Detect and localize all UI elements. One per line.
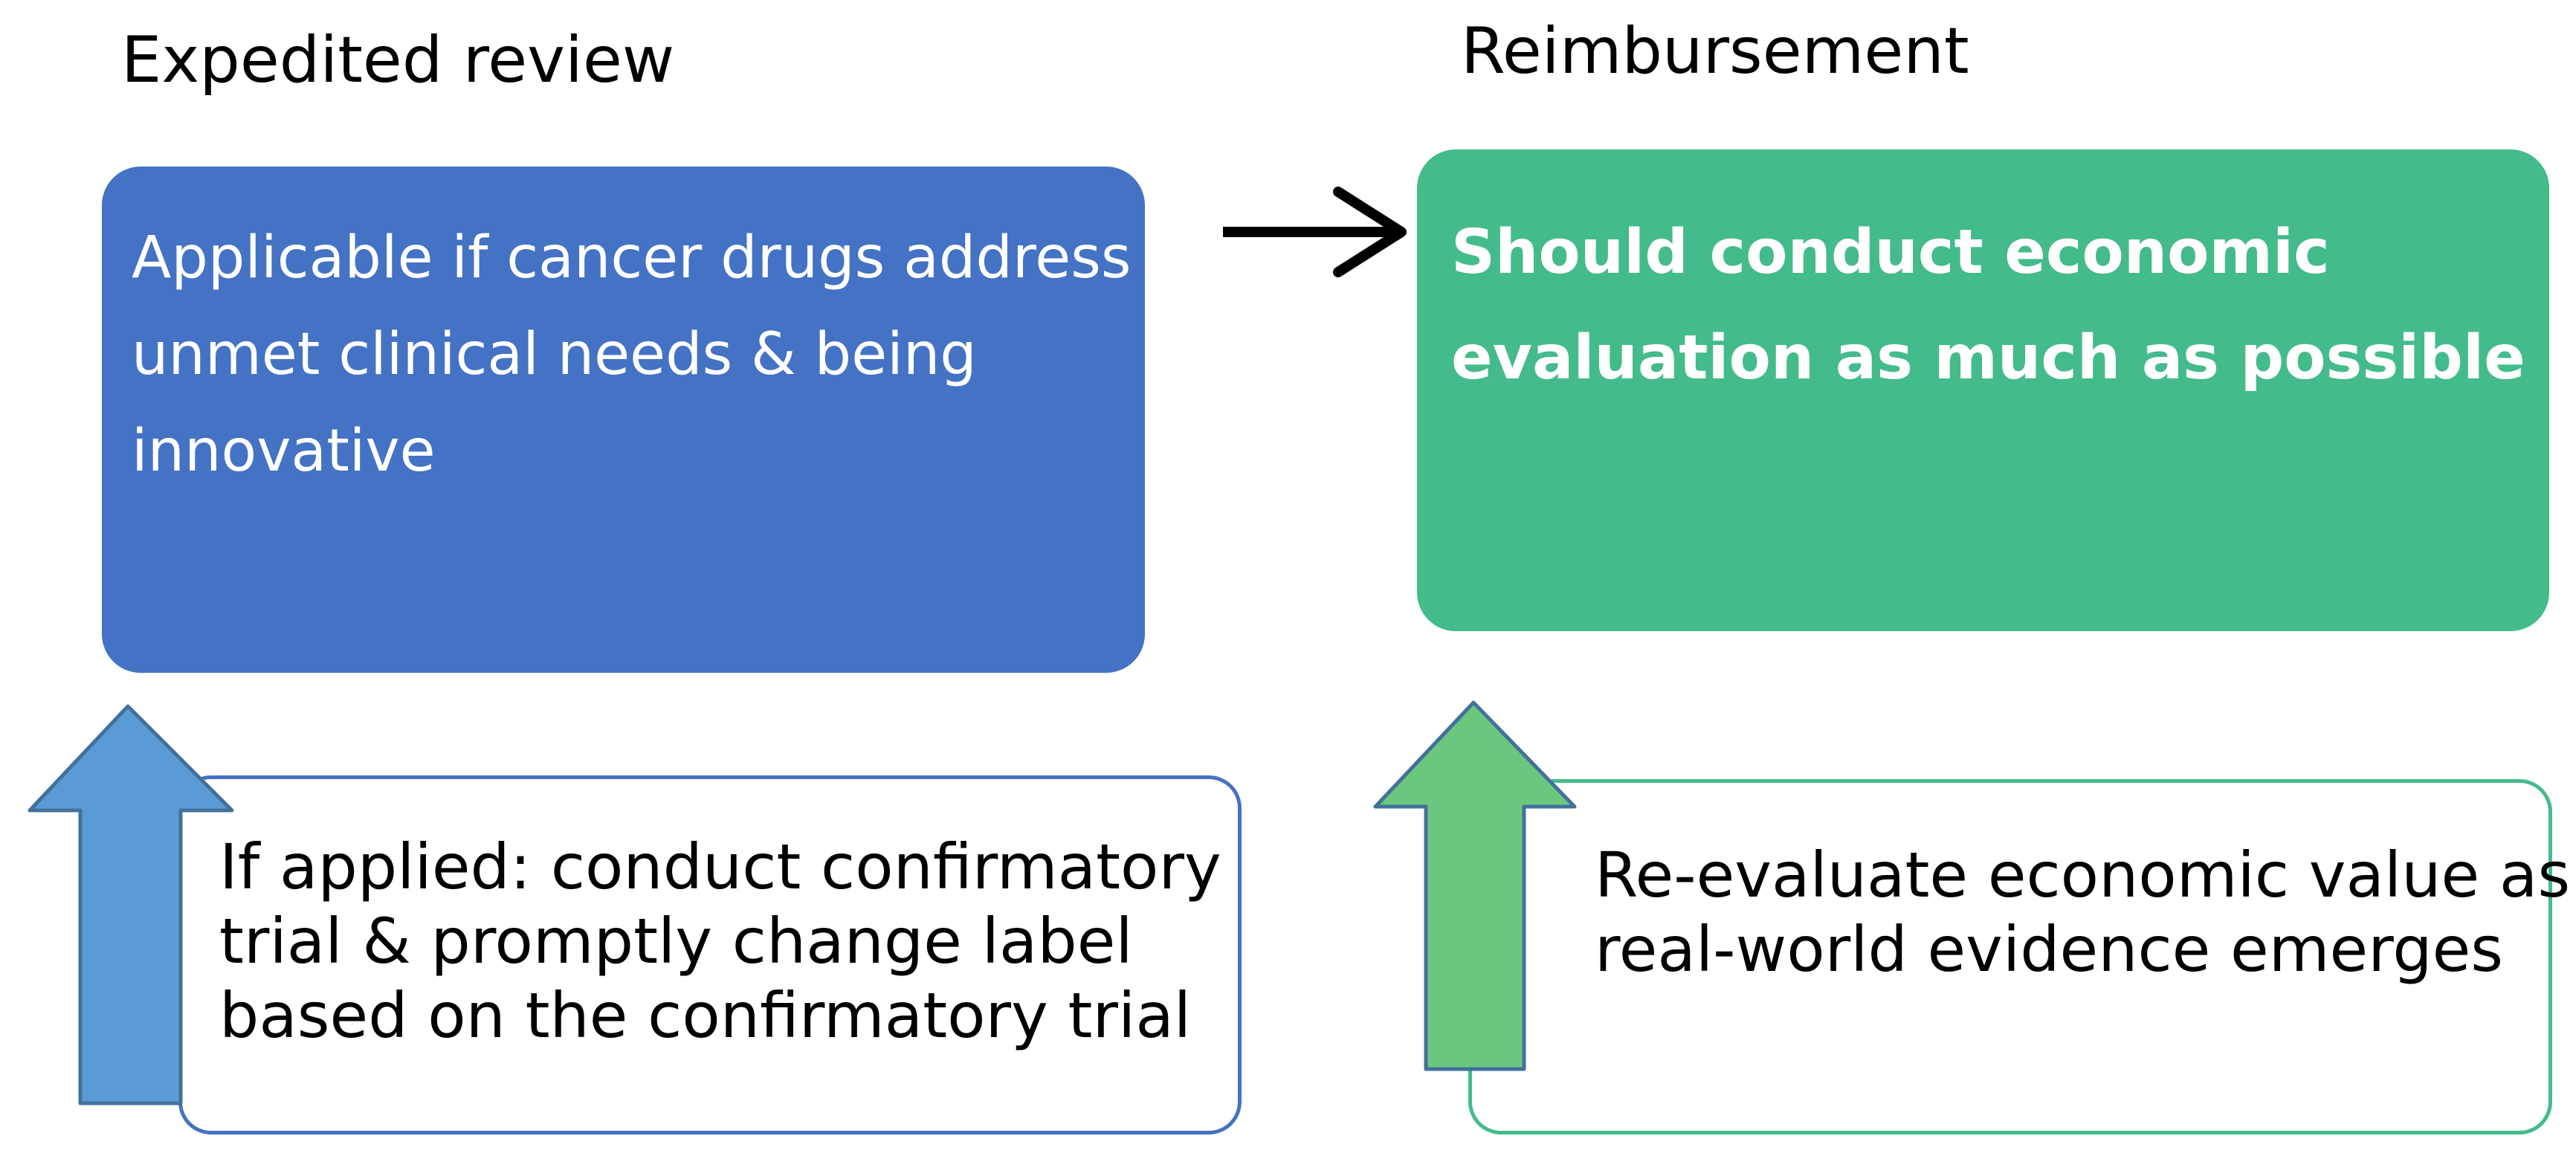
- expedited-review-heading: Expedited review: [121, 23, 675, 97]
- reevaluate-box: Re-evaluate economic value as real-world…: [1468, 779, 2571, 1134]
- reimbursement-text-line-2: evaluation as much as possible: [1451, 323, 2525, 393]
- expedited-review-text-line-2: unmet clinical needs & being: [132, 321, 977, 388]
- confirmatory-trial-box: If applied: conduct confirmatory trial &…: [178, 775, 1242, 1134]
- reimbursement-text-line-1: Should conduct economic: [1451, 217, 2330, 288]
- reevaluate-text-line-1: Re-evaluate economic value as: [1595, 839, 2571, 911]
- reimbursement-heading: Reimbursement: [1461, 14, 1969, 88]
- up-arrow-icon: [28, 704, 234, 1105]
- confirmatory-text-line-2: trial & promptly change label: [219, 905, 1133, 978]
- expedited-review-text-line-1: Applicable if cancer drugs address: [132, 225, 1132, 291]
- right-arrow-icon: [1223, 187, 1407, 277]
- up-arrow-icon: [1373, 700, 1577, 1071]
- confirmatory-text-line-3: based on the confirmatory trial: [219, 979, 1192, 1052]
- reimbursement-box: Should conduct economic evaluation as mu…: [1417, 149, 2549, 631]
- expedited-review-text-line-3: innovative: [132, 418, 436, 485]
- expedited-review-box: Applicable if cancer drugs address unmet…: [102, 167, 1145, 673]
- reevaluate-text-line-2: real-world evidence emerges: [1595, 913, 2504, 986]
- confirmatory-text-line-1: If applied: conduct confirmatory: [219, 830, 1221, 903]
